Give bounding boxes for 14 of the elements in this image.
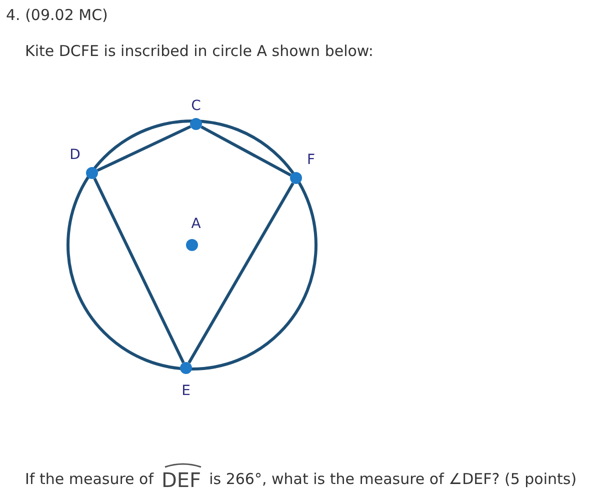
kite-side xyxy=(200,126,292,176)
kite-side xyxy=(188,182,294,364)
kite-side xyxy=(96,125,192,172)
arc-name: DEF xyxy=(162,469,202,491)
point-label: E xyxy=(180,382,192,400)
point-label: D xyxy=(68,146,82,164)
point-label: A xyxy=(190,215,202,233)
point-label: F xyxy=(306,151,316,169)
question-number: 4. (09.02 MC) xyxy=(6,5,108,26)
question-text: If the measure of xyxy=(25,468,154,488)
point-label: C xyxy=(190,97,202,115)
question-text: is 266°, what is the measure of ∠DEF? (5 points) xyxy=(209,468,577,488)
prompt-text: Kite DCFE is inscribed in circle A shown below: xyxy=(25,41,374,62)
kite-side xyxy=(93,178,185,364)
